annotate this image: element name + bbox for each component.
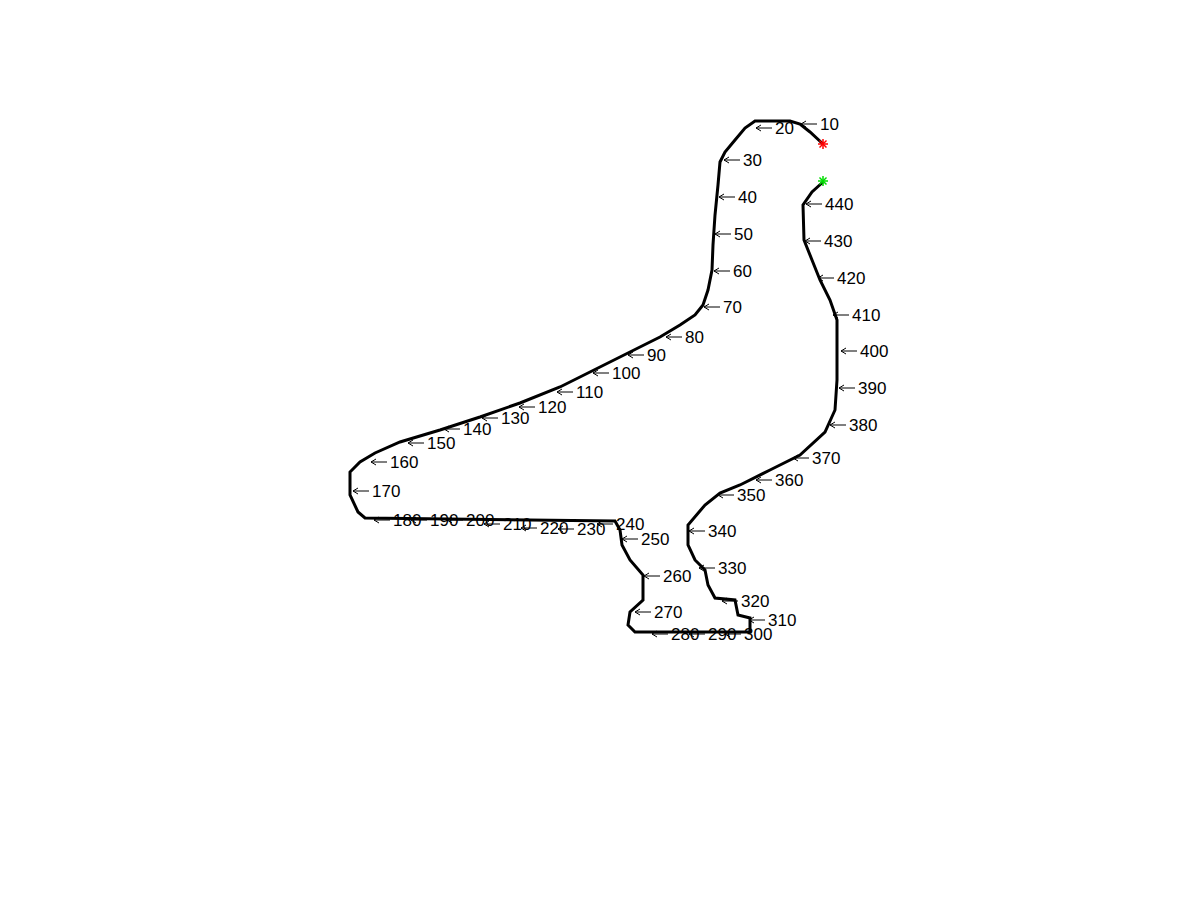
point-index-label: 170 bbox=[372, 483, 400, 500]
leader-arrow bbox=[805, 238, 821, 244]
leader-arrow bbox=[806, 201, 822, 207]
leader-arrow bbox=[722, 598, 738, 604]
start-marker bbox=[818, 139, 828, 149]
leader-arrow bbox=[801, 121, 817, 127]
point-index-label: 140 bbox=[463, 421, 491, 438]
point-index-label: 200 bbox=[466, 512, 494, 529]
point-index-label: 420 bbox=[837, 270, 865, 287]
contour-line bbox=[350, 121, 837, 632]
leader-arrow bbox=[756, 125, 772, 131]
point-index-label: 280 bbox=[671, 626, 699, 643]
point-index-label: 90 bbox=[647, 347, 666, 364]
leader-arrow bbox=[793, 455, 809, 461]
point-index-label: 330 bbox=[718, 560, 746, 577]
point-index-label: 350 bbox=[737, 487, 765, 504]
point-index-label: 220 bbox=[540, 520, 568, 537]
point-index-label: 440 bbox=[825, 196, 853, 213]
point-index-label: 100 bbox=[612, 365, 640, 382]
point-index-label: 260 bbox=[663, 568, 691, 585]
point-index-label: 360 bbox=[775, 472, 803, 489]
point-index-label: 30 bbox=[743, 152, 762, 169]
point-index-label: 150 bbox=[427, 435, 455, 452]
point-index-label: 40 bbox=[738, 189, 757, 206]
leader-arrow bbox=[749, 617, 765, 623]
leader-arrows bbox=[353, 121, 857, 637]
point-index-label: 110 bbox=[576, 384, 603, 401]
point-index-label: 270 bbox=[654, 604, 682, 621]
leader-arrow bbox=[818, 275, 834, 281]
leader-arrow bbox=[374, 517, 390, 523]
point-index-label: 50 bbox=[734, 226, 753, 243]
point-index-label: 80 bbox=[685, 329, 704, 346]
point-index-label: 410 bbox=[852, 307, 880, 324]
leader-arrow bbox=[724, 157, 740, 163]
point-index-label: 160 bbox=[390, 454, 418, 471]
point-index-label: 310 bbox=[768, 612, 796, 629]
point-index-label: 10 bbox=[820, 116, 839, 133]
leader-arrow bbox=[371, 459, 387, 465]
leader-arrow bbox=[628, 352, 644, 358]
point-index-label: 290 bbox=[708, 626, 736, 643]
leader-arrow bbox=[719, 194, 735, 200]
leader-arrow bbox=[715, 231, 731, 237]
leader-arrow bbox=[714, 268, 730, 274]
point-index-label: 400 bbox=[860, 343, 888, 360]
point-index-label: 250 bbox=[641, 531, 669, 548]
point-index-label: 130 bbox=[501, 410, 529, 427]
leader-arrow bbox=[593, 370, 609, 376]
leader-arrow bbox=[622, 536, 638, 542]
point-index-label: 340 bbox=[708, 523, 736, 540]
point-index-label: 380 bbox=[849, 417, 877, 434]
point-index-label: 230 bbox=[577, 521, 605, 538]
leader-arrow bbox=[756, 477, 772, 483]
point-index-label: 70 bbox=[723, 299, 742, 316]
point-index-label: 190 bbox=[430, 512, 458, 529]
leader-arrow bbox=[839, 385, 855, 391]
point-index-label: 390 bbox=[858, 380, 886, 397]
leader-arrow bbox=[833, 312, 849, 318]
leader-arrow bbox=[704, 304, 720, 310]
point-index-label: 60 bbox=[733, 263, 752, 280]
point-index-label: 240 bbox=[616, 516, 644, 533]
leader-arrow bbox=[652, 631, 668, 637]
leader-arrow bbox=[830, 422, 846, 428]
leader-arrow bbox=[408, 440, 424, 446]
leader-arrow bbox=[644, 573, 660, 579]
leader-arrow bbox=[666, 334, 682, 340]
leader-arrow bbox=[353, 488, 369, 494]
leader-arrow bbox=[689, 528, 705, 534]
point-index-label: 320 bbox=[741, 593, 769, 610]
point-index-label: 210 bbox=[503, 516, 531, 533]
leader-arrow bbox=[444, 426, 460, 432]
point-index-label: 20 bbox=[775, 120, 794, 137]
leader-arrow bbox=[699, 565, 715, 571]
end-marker bbox=[818, 176, 828, 186]
leader-arrow bbox=[557, 389, 573, 395]
point-index-label: 430 bbox=[824, 233, 852, 250]
leader-arrow bbox=[635, 609, 651, 615]
leader-arrow bbox=[718, 492, 734, 498]
point-index-label: 180 bbox=[393, 512, 421, 529]
point-index-label: 370 bbox=[812, 450, 840, 467]
leader-arrow bbox=[841, 348, 857, 354]
point-index-label: 120 bbox=[538, 399, 566, 416]
